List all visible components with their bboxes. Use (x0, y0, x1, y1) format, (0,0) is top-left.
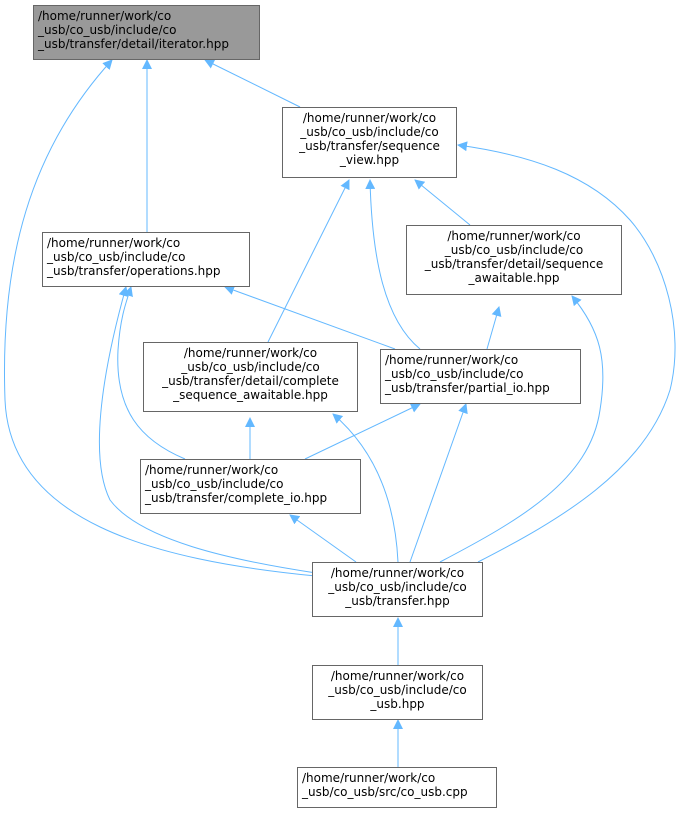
edge-partial-to-seqview (365, 179, 421, 350)
node-complete-sequence-awaitable-hpp[interactable]: /home/runner/work/co _usb/co_usb/include… (143, 342, 358, 412)
node-sequence-view-hpp[interactable]: /home/runner/work/co _usb/co_usb/include… (282, 107, 457, 178)
node-partial-line-2: _usb/co_usb/include/co (385, 367, 524, 381)
edge-complete-to-partial (304, 403, 421, 460)
edge-transfer-to-seqawait (439, 295, 604, 563)
node-cousbcpp-line-1: /home/runner/work/co (302, 771, 436, 785)
node-complete-line-1: /home/runner/work/co (145, 463, 279, 477)
edge-transfer-to-compseq (332, 413, 399, 563)
edge-seqview-to-iterator (204, 59, 301, 108)
edge-transfer-to-operations (98, 286, 317, 574)
node-co-usb-hpp[interactable]: /home/runner/work/co _usb/co_usb/include… (312, 665, 483, 720)
node-complete-line-2: _usb/co_usb/include/co (145, 477, 284, 491)
edge-transfer-to-iterator (4, 59, 317, 577)
node-operations-line-1: /home/runner/work/co (47, 236, 181, 250)
node-transfer-line-3: _usb/transfer.hpp (345, 594, 450, 608)
node-transfer-hpp[interactable]: /home/runner/work/co _usb/co_usb/include… (312, 562, 483, 617)
node-seqview-line-3: _usb/transfer/sequence (299, 139, 440, 153)
node-operations-line-2: _usb/co_usb/include/co (47, 250, 186, 264)
edge-partial-to-seqawait (486, 306, 502, 350)
edge-transfer-to-partial (409, 403, 468, 563)
node-compseq-line-1: /home/runner/work/co (183, 346, 318, 360)
node-transfer-line-1: /home/runner/work/co (330, 566, 465, 580)
node-transfer-line-2: _usb/co_usb/include/co (328, 580, 467, 594)
node-partial-line-3: _usb/transfer/partial_io.hpp (385, 381, 550, 395)
edge-partial-to-operations (224, 285, 396, 350)
node-iterator-line-1: /home/runner/work/co (38, 9, 172, 23)
node-operations-line-3: _usb/transfer/operations.hpp (47, 264, 221, 278)
node-seqawait-line-2: _usb/co_usb/include/co (444, 243, 584, 257)
node-seqview-line-4: _view.hpp (339, 153, 400, 167)
node-complete-line-3: _usb/transfer/complete_io.hpp (145, 491, 328, 505)
node-complete-io-hpp[interactable]: /home/runner/work/co _usb/co_usb/include… (140, 459, 361, 514)
node-seqview-line-1: /home/runner/work/co (302, 111, 437, 125)
node-cousbcpp-line-2: _usb/co_usb/src/co_usb.cpp (302, 785, 468, 799)
node-sequence-awaitable-hpp[interactable]: /home/runner/work/co _usb/co_usb/include… (406, 225, 622, 295)
edge-complete-to-operations (117, 286, 186, 460)
node-iterator-line-2: _usb/co_usb/include/co (38, 23, 177, 37)
node-partial-line-1: /home/runner/work/co (385, 353, 519, 367)
node-compseq-line-3: _usb/transfer/detail/complete (162, 374, 339, 388)
edge-compseq-to-seqview (267, 179, 350, 343)
node-seqview-line-2: _usb/co_usb/include/co (300, 125, 439, 139)
node-seqawait-line-3: _usb/transfer/detail/sequence (424, 257, 604, 271)
node-cousb-line-1: /home/runner/work/co (330, 669, 465, 683)
node-compseq-line-4: _sequence_awaitable.hpp (173, 388, 328, 402)
node-operations-hpp[interactable]: /home/runner/work/co _usb/co_usb/include… (42, 232, 250, 287)
node-seqawait-line-4: _awaitable.hpp (468, 271, 560, 285)
edge-transfer-to-seqview (457, 141, 676, 563)
node-iterator-hpp: /home/runner/work/co _usb/co_usb/include… (33, 5, 260, 60)
node-co-usb-cpp[interactable]: /home/runner/work/co _usb/co_usb/src/co_… (297, 767, 497, 808)
node-cousb-line-2: _usb/co_usb/include/co (328, 683, 467, 697)
edge-seqawait-to-seqview (414, 179, 471, 226)
edge-transfer-to-complete (289, 514, 357, 563)
node-compseq-line-2: _usb/co_usb/include/co (181, 360, 320, 374)
node-seqawait-line-1: /home/runner/work/co (447, 229, 581, 243)
node-partial-io-hpp[interactable]: /home/runner/work/co _usb/co_usb/include… (380, 349, 581, 404)
node-iterator-line-3: _usb/transfer/detail/iterator.hpp (38, 37, 229, 51)
node-cousb-line-3: _usb.hpp (370, 697, 425, 711)
